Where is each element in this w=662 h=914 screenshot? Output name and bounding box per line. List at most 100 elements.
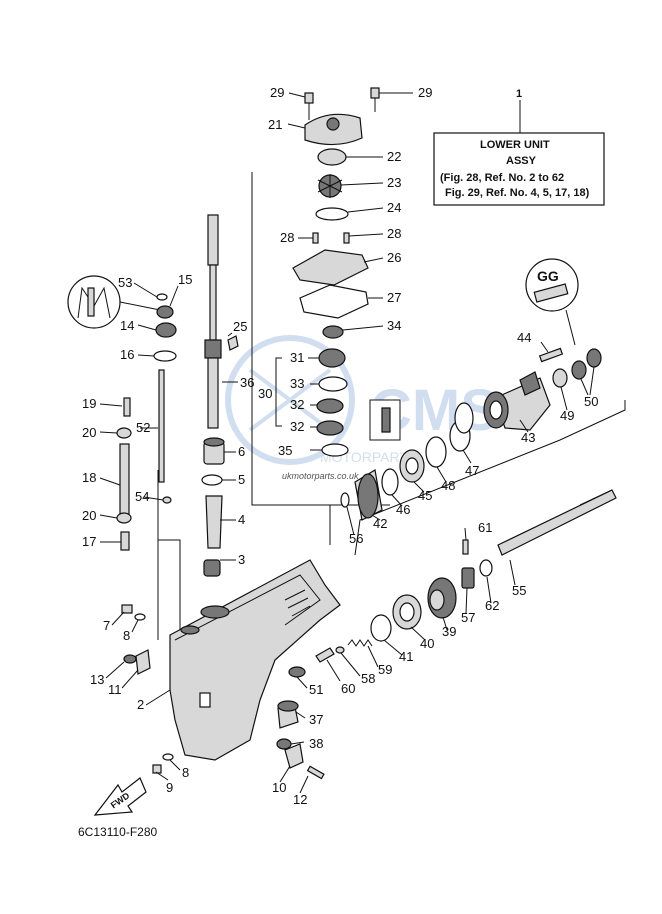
- callout-35: 35: [278, 443, 292, 458]
- seal-50-a: [571, 360, 587, 380]
- bolt-9: [152, 764, 162, 774]
- clutch-dog-57: [461, 567, 475, 589]
- callout-6: 6: [238, 444, 245, 459]
- callout-14: 14: [120, 318, 134, 333]
- callout-20-b: 20: [82, 508, 96, 523]
- grommet-17: [120, 531, 130, 551]
- callout-20-a: 20: [82, 425, 96, 440]
- shim-46: [381, 468, 399, 496]
- pin-61: [462, 539, 469, 555]
- callout-23: 23: [387, 175, 401, 190]
- callout-39: 39: [442, 624, 456, 639]
- bearing-3: [203, 559, 221, 577]
- bolt-29-left: [304, 92, 314, 120]
- bearing-45: [399, 449, 425, 483]
- callout-7: 7: [103, 618, 110, 633]
- o-ring-33: [318, 376, 348, 392]
- callout-8-b: 8: [182, 765, 189, 780]
- callout-15: 15: [178, 272, 192, 287]
- callout-57: 57: [461, 610, 475, 625]
- callout-numbers: 29 29 21 22 23 24 28 28 26 27 34 31 33 3…: [82, 85, 598, 807]
- pin-54: [162, 496, 172, 504]
- callout-1: 1: [516, 88, 522, 100]
- anode-11: [135, 649, 151, 675]
- o-ring-48: [425, 436, 447, 468]
- clip-20-a: [116, 427, 132, 439]
- callout-54: 54: [135, 489, 149, 504]
- callout-50: 50: [584, 394, 598, 409]
- callout-41: 41: [399, 649, 413, 664]
- callout-2: 2: [137, 697, 144, 712]
- callout-27: 27: [387, 290, 401, 305]
- water-pump-assembly: [292, 87, 380, 339]
- washer-35: [321, 443, 349, 457]
- shim-56: [340, 492, 350, 508]
- callout-4: 4: [238, 512, 245, 527]
- bolt-12: [306, 765, 325, 780]
- shift-rod-52: [158, 369, 165, 483]
- bolt-7: [121, 604, 133, 614]
- leader-lines: [99, 92, 595, 794]
- callout-55: 55: [512, 583, 526, 598]
- outer-plate-cartridge-26: [292, 249, 369, 286]
- propeller-shaft-housing-43: [483, 371, 551, 431]
- callout-29-left: 29: [270, 85, 284, 100]
- callout-11: 11: [108, 682, 122, 697]
- circlip-53: [156, 293, 168, 301]
- callout-16: 16: [120, 347, 134, 362]
- bearing-40: [392, 594, 422, 630]
- callout-38: 38: [309, 736, 323, 751]
- o-ring-15: [156, 305, 174, 319]
- callout-31: 31: [290, 350, 304, 365]
- oil-seal-32-a: [316, 398, 344, 414]
- callout-46: 46: [396, 502, 410, 517]
- grease-callout-gg: GG: [525, 258, 579, 346]
- propeller-shaft-55: [497, 489, 617, 556]
- callout-9: 9: [166, 780, 173, 795]
- callout-32-a: 32: [290, 397, 304, 412]
- pump-insert-22: [317, 148, 347, 166]
- callout-59: 59: [378, 662, 392, 677]
- callout-48: 48: [441, 478, 455, 493]
- callout-53: 53: [118, 275, 132, 290]
- callout-36: 36: [240, 375, 254, 390]
- bolt-29-right: [370, 87, 380, 112]
- callout-61: 61: [478, 520, 492, 535]
- drive-shaft-36: [204, 214, 222, 429]
- collar-18: [119, 443, 130, 515]
- spring-59: [347, 639, 373, 647]
- box-line-4: Fig. 29, Ref. No. 4, 5, 17, 18): [445, 187, 590, 199]
- callout-28-left: 28: [280, 230, 294, 245]
- callout-51: 51: [309, 682, 323, 697]
- callout-10: 10: [272, 780, 286, 795]
- washer-51: [288, 666, 306, 678]
- callout-60: 60: [341, 681, 355, 696]
- callout-8-a: 8: [123, 628, 130, 643]
- callout-32-b: 32: [290, 419, 304, 434]
- callout-24: 24: [387, 200, 401, 215]
- oil-seal-housing-31: [318, 348, 346, 368]
- callout-26: 26: [387, 250, 401, 265]
- callout-58: 58: [361, 671, 375, 686]
- clip-20-b: [116, 512, 132, 524]
- dowel-pin-28-left: [312, 232, 319, 244]
- callout-56: 56: [349, 531, 363, 546]
- forward-gear-group: [340, 402, 474, 521]
- callout-33: 33: [290, 376, 304, 391]
- seal-16: [153, 350, 177, 362]
- callout-29-right: 29: [418, 85, 432, 100]
- forward-direction-arrow: FWD: [93, 777, 147, 816]
- magnet-grease-callout: [67, 275, 161, 329]
- nut-38: [276, 738, 292, 750]
- boot-14: [155, 322, 177, 338]
- reverse-gear-39: [427, 577, 457, 619]
- callout-30: 30: [258, 386, 272, 401]
- callout-34: 34: [387, 318, 401, 333]
- trim-tab-10: [284, 743, 304, 769]
- callout-47: 47: [465, 463, 479, 478]
- callout-43: 43: [521, 430, 535, 445]
- watermark-url: ukmotorparts.co.uk: [282, 471, 359, 481]
- callout-12: 12: [293, 792, 307, 807]
- callout-21: 21: [268, 117, 282, 132]
- callout-25: 25: [233, 319, 247, 334]
